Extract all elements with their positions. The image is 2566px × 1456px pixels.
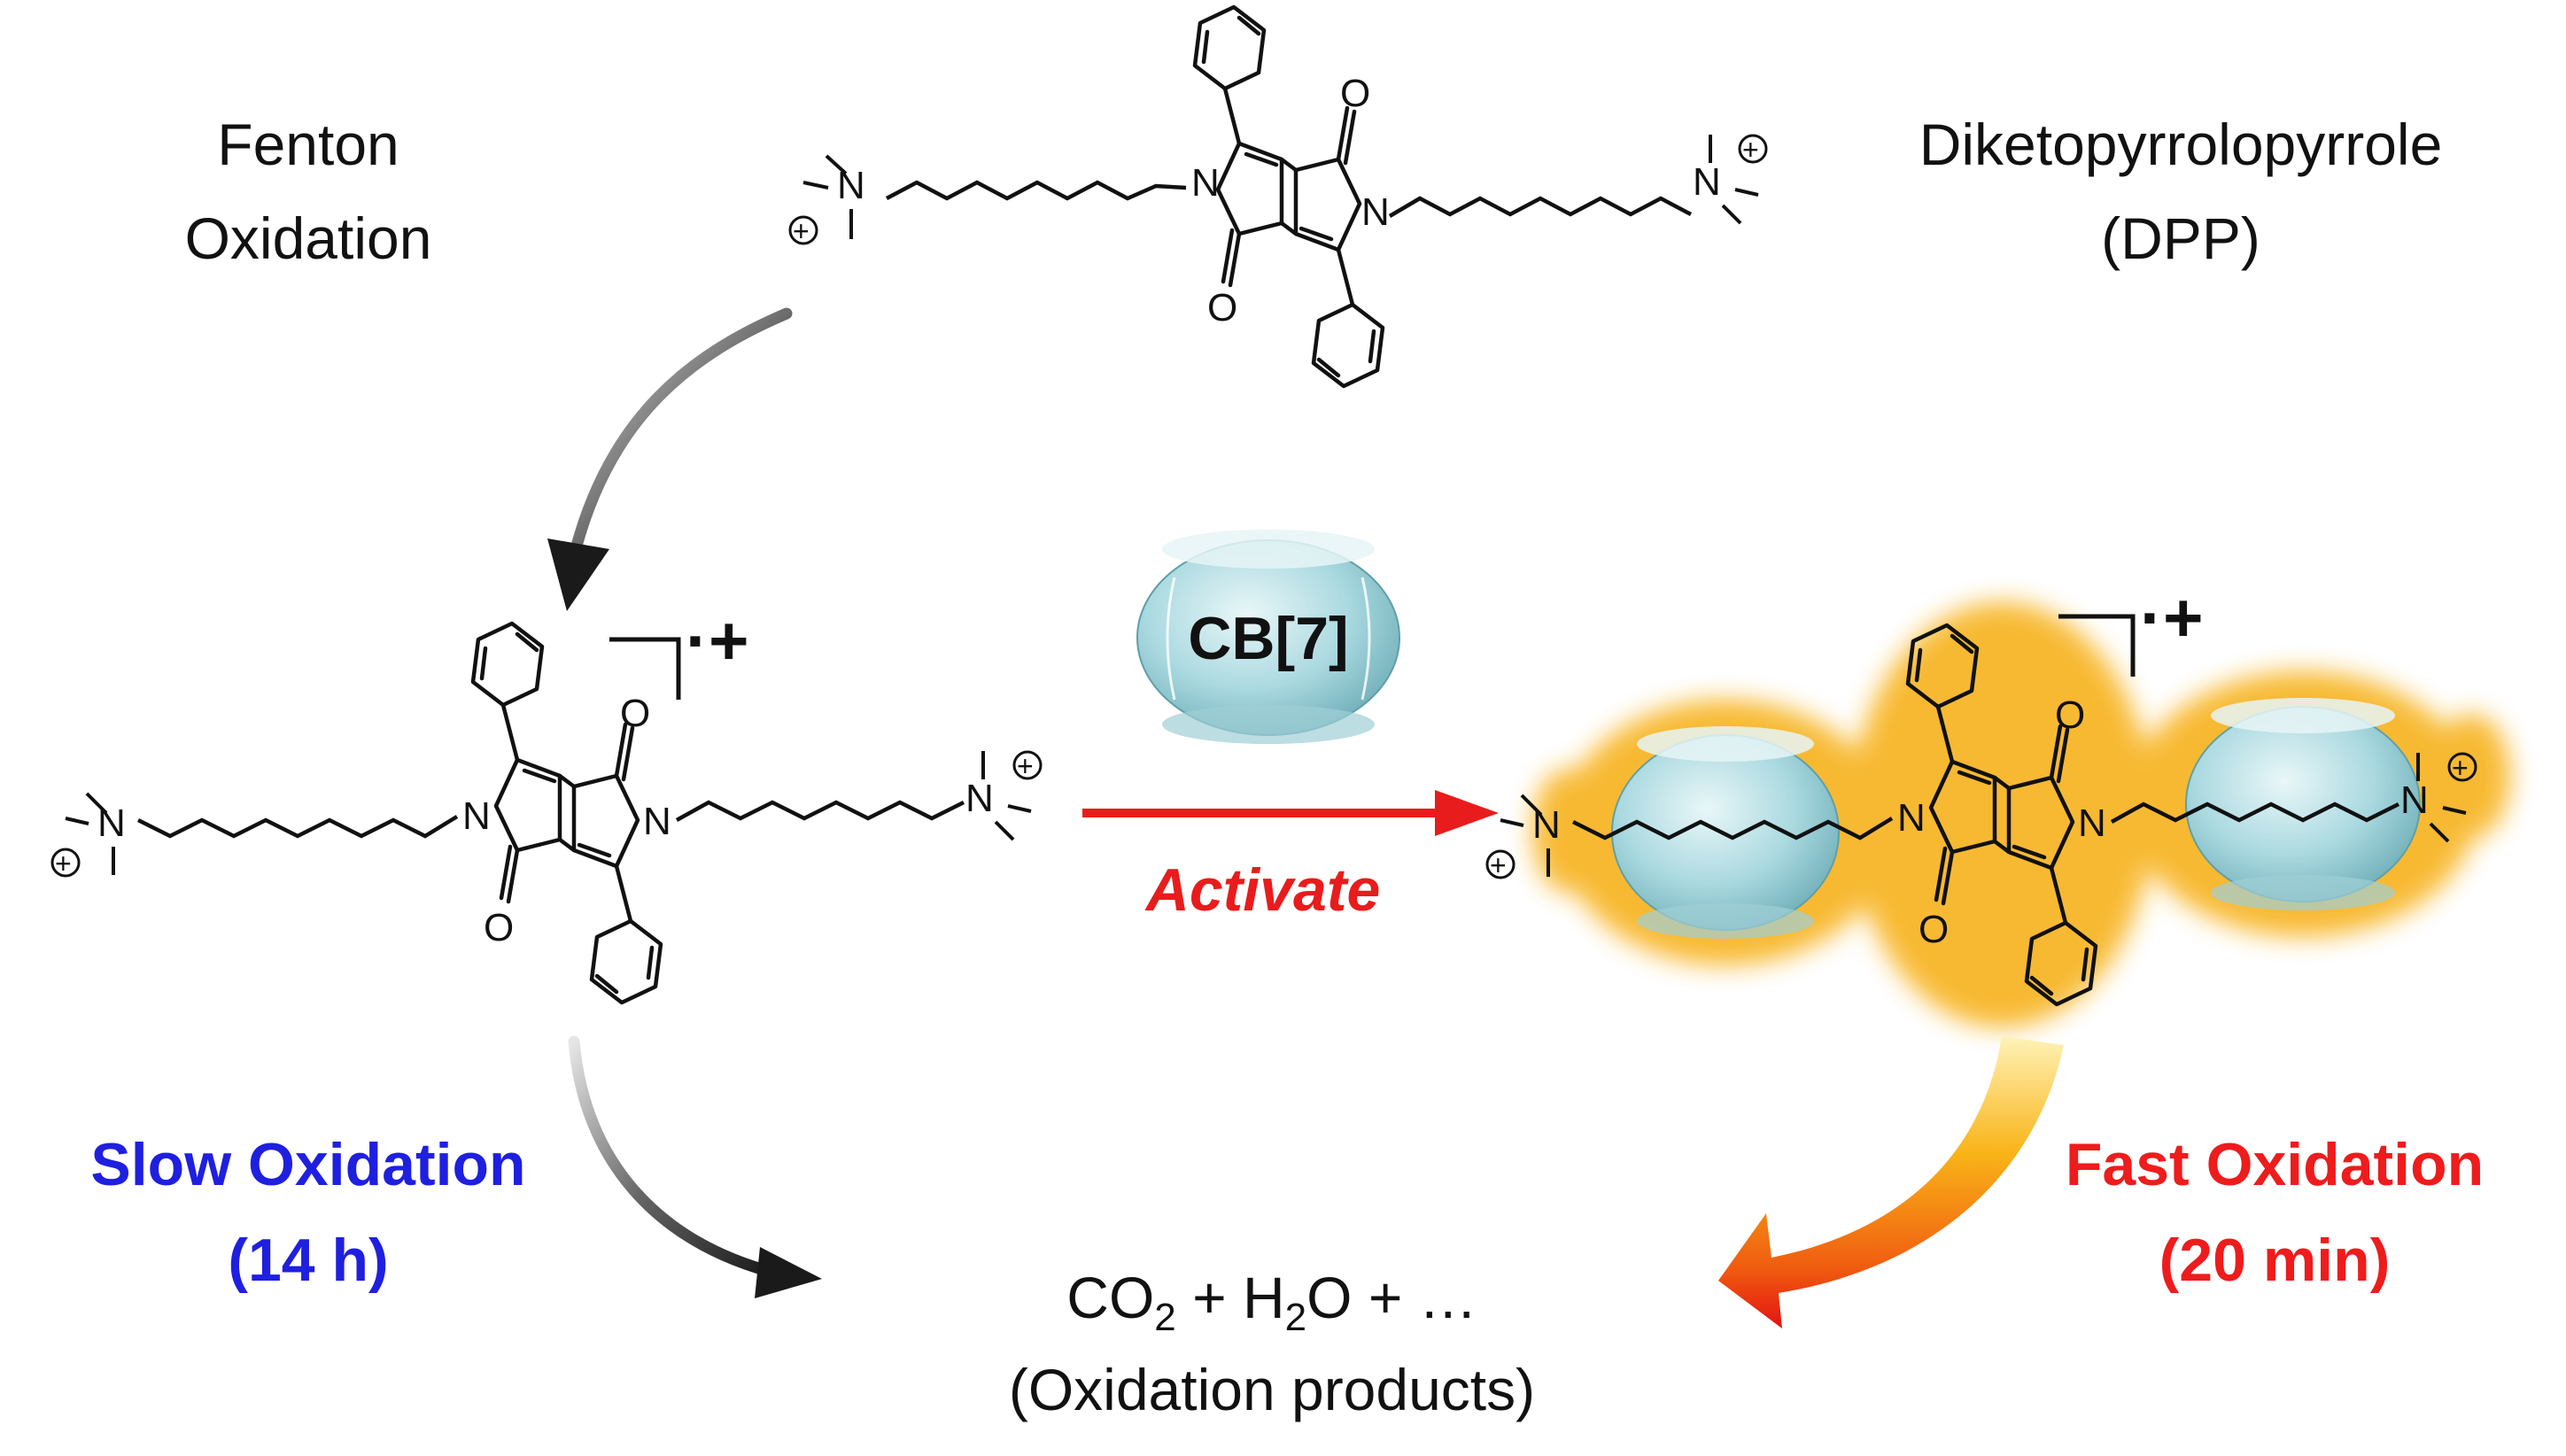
slow-oxidation-time: (14 h) bbox=[228, 1227, 388, 1294]
ammonium-n-right: N bbox=[1693, 160, 1721, 204]
atom-n-right: N bbox=[2078, 802, 2106, 845]
charge-plus-right: + bbox=[1742, 134, 1759, 166]
fenton-label-line1: Fenton bbox=[217, 112, 399, 177]
slow-oxidation-label: Slow Oxidation bbox=[90, 1131, 525, 1198]
charge-plus-left: + bbox=[55, 848, 72, 879]
products-sub-2a: 2 bbox=[1154, 1296, 1175, 1339]
atom-o-top: O bbox=[2055, 693, 2085, 737]
atom-o-bottom: O bbox=[484, 906, 514, 949]
atom-n-left: N bbox=[1191, 161, 1220, 205]
radical-cation-left: ·+ bbox=[686, 601, 749, 679]
fenton-arrow bbox=[547, 307, 793, 611]
charge-plus-right: + bbox=[2452, 752, 2469, 784]
atom-n-left: N bbox=[462, 794, 491, 838]
cb7-ring-right bbox=[2185, 698, 2421, 910]
charge-plus-right: + bbox=[1017, 750, 1034, 782]
fenton-label-line2: Oxidation bbox=[185, 205, 432, 271]
cb7-label: CB[7] bbox=[1188, 605, 1348, 672]
atom-o-top: O bbox=[1340, 72, 1370, 115]
fast-oxidation-arrow bbox=[1718, 1036, 2064, 1328]
activate-arrow bbox=[1082, 790, 1499, 836]
activate-label: Activate bbox=[1144, 856, 1381, 924]
products-formula: CO2 + H2O + … bbox=[1066, 1265, 1477, 1339]
charge-plus-left: + bbox=[793, 215, 810, 247]
ammonium-n-right: N bbox=[2400, 778, 2429, 822]
dpp-molecule-top: N N O O N + N + bbox=[788, 7, 1768, 386]
cb7-dpp-complex-right: N N O O N + N + ·+ bbox=[1485, 578, 2510, 1027]
dpp-radical-cation-left: N N O O N + N + ·+ bbox=[50, 601, 1043, 1003]
products-co: CO bbox=[1066, 1265, 1154, 1330]
ammonium-n-right: N bbox=[965, 777, 994, 820]
fast-oxidation-label: Fast Oxidation bbox=[2066, 1131, 2484, 1198]
products-label: (Oxidation products) bbox=[1009, 1357, 1535, 1422]
atom-n-right: N bbox=[1361, 190, 1390, 234]
atom-n-right: N bbox=[643, 800, 671, 843]
bracket-right bbox=[2058, 614, 2136, 677]
fast-oxidation-time: (20 min) bbox=[2159, 1227, 2391, 1294]
radical-cation-right: ·+ bbox=[2140, 578, 2204, 656]
cb7-macrocycle: CB[7] bbox=[1136, 530, 1400, 744]
charge-plus-left: + bbox=[1490, 849, 1507, 881]
atom-n-left: N bbox=[1897, 796, 1926, 840]
dpp-label-line2: (DPP) bbox=[2101, 205, 2260, 271]
atom-o-bottom: O bbox=[1207, 286, 1237, 329]
products-rest: O + … bbox=[1306, 1265, 1477, 1330]
products-sub-2b: 2 bbox=[1285, 1296, 1306, 1339]
bracket-left bbox=[609, 637, 681, 700]
dpp-label-line1: Diketopyrrolopyrrole bbox=[1919, 112, 2443, 177]
slow-oxidation-arrow bbox=[568, 1035, 822, 1298]
atom-o-bottom: O bbox=[1919, 908, 1949, 951]
atom-o-top: O bbox=[620, 692, 650, 735]
products-plus-h: + H bbox=[1176, 1265, 1285, 1330]
